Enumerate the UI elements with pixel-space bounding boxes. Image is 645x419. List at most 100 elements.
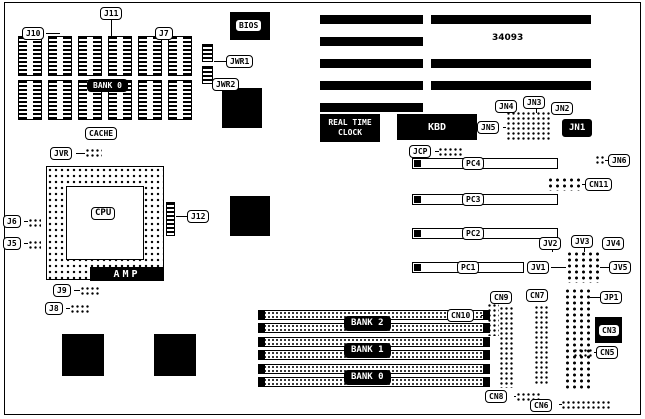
j8-leader-line — [66, 308, 70, 309]
jv4-label: JV4 — [602, 237, 625, 250]
qfp-chip — [230, 196, 270, 236]
qfp-chip — [154, 334, 196, 376]
cn8-header — [516, 392, 542, 402]
board-part-number: 34093 — [492, 33, 524, 43]
isa-slot — [320, 81, 423, 90]
jv1-label: JV1 — [527, 261, 550, 274]
cache-label: CACHE — [85, 127, 118, 140]
qfp-chip — [62, 334, 104, 376]
pc2-label: PC2 — [462, 227, 485, 240]
cn9-label: CN9 — [490, 291, 513, 304]
j6-label: J6 — [3, 215, 21, 228]
jn6-label: JN6 — [608, 154, 631, 167]
jvr-header — [85, 148, 102, 159]
isa-slot — [320, 15, 423, 24]
jwr2-connector — [202, 66, 213, 84]
jn5-leader-line — [503, 127, 506, 128]
jcp-header — [438, 147, 464, 157]
slot-pc3 — [412, 194, 558, 205]
qfp-chip — [222, 88, 262, 128]
rtc-label-line2: CLOCK — [337, 128, 363, 137]
cn6-label: CN6 — [530, 399, 553, 412]
cpu-socket — [46, 166, 164, 280]
j12-connector — [166, 202, 175, 236]
isa-slot — [431, 59, 591, 68]
dip-chip — [18, 80, 42, 120]
j10-label: J10 — [22, 27, 45, 40]
kbd-connector: KBD — [397, 114, 477, 140]
rtc-chip: REAL TIME CLOCK — [320, 114, 380, 142]
slot-pc2 — [412, 228, 558, 239]
j9-leader-line — [74, 290, 80, 291]
dip-chip — [48, 36, 72, 76]
cn5-header — [573, 348, 594, 359]
jn2-label: JN2 — [551, 102, 574, 115]
pc1-label: PC1 — [457, 261, 480, 274]
cn10-label: CN10 — [447, 309, 475, 322]
cn6-leader-line — [559, 404, 562, 405]
cn5-label: CN5 — [596, 346, 619, 359]
dip-chip — [138, 36, 162, 76]
jv2-leader-line — [552, 249, 553, 252]
j10-leader-line — [46, 33, 60, 34]
dip-chip — [168, 36, 192, 76]
cn8-label: CN8 — [485, 390, 508, 403]
j8-header — [70, 304, 89, 313]
cpu-label: CPU — [91, 207, 116, 220]
jvr-label: JVR — [50, 147, 73, 160]
jv5-leader-line — [600, 267, 610, 268]
j6-leader-line — [24, 221, 28, 222]
kbd-label: KBD — [427, 121, 447, 133]
jn6-leader-line — [605, 160, 609, 161]
jn5-label: JN5 — [477, 121, 500, 134]
jn-pin-header — [506, 111, 550, 140]
bios-label: BIOS — [235, 19, 263, 32]
jn3-leader-line — [536, 108, 537, 113]
dip-chip — [18, 36, 42, 76]
isa-slot — [431, 15, 591, 24]
cn7-label: CN7 — [526, 289, 549, 302]
amp-label: AMP — [113, 268, 141, 280]
bank1-label: BANK 1 — [344, 343, 391, 358]
j5-label: J5 — [3, 237, 21, 250]
cn11-label: CN11 — [585, 178, 613, 191]
j8-label: J8 — [45, 302, 63, 315]
j6-header — [28, 218, 41, 227]
jcp-leader-line — [435, 151, 439, 152]
j7-label: J7 — [155, 27, 173, 40]
jv1-leader-line — [551, 267, 566, 268]
cn5-leader-line — [594, 352, 597, 353]
jv3-label: JV3 — [571, 235, 594, 248]
dip-chip — [168, 80, 192, 120]
cn11-header — [547, 177, 582, 191]
jcp-label: JCP — [409, 145, 432, 158]
jwr1-leader-line — [214, 61, 226, 62]
j9-label: J9 — [53, 284, 71, 297]
j11-label: J11 — [100, 7, 123, 20]
jp1-header — [564, 288, 590, 390]
jn4-label: JN4 — [495, 100, 518, 113]
isa-slot — [431, 81, 591, 90]
isa-slot — [320, 37, 423, 46]
cn3-label: CN3 — [598, 324, 621, 337]
jv2-label: JV2 — [539, 237, 562, 250]
j12-label: J12 — [187, 210, 210, 223]
pc4-label: PC4 — [462, 157, 485, 170]
slot-pc4 — [412, 158, 558, 169]
cn6-header — [561, 400, 611, 410]
amp-bar: AMP — [90, 267, 164, 281]
j5-leader-line — [24, 243, 28, 244]
jvr-leader-line — [76, 153, 85, 154]
jv3-leader-line — [584, 247, 585, 252]
jv-pin-header — [566, 251, 600, 283]
cpu-socket-inner — [66, 186, 144, 260]
isa-slot — [320, 59, 423, 68]
dip-chip — [78, 36, 102, 76]
cn7-header — [534, 305, 548, 385]
jp1-label: JP1 — [600, 291, 623, 304]
rtc-label-line1: REAL TIME — [328, 118, 372, 127]
cn11-leader-line — [582, 184, 586, 185]
jn1-connector: JN1 — [562, 119, 593, 137]
j5-header — [28, 240, 41, 249]
